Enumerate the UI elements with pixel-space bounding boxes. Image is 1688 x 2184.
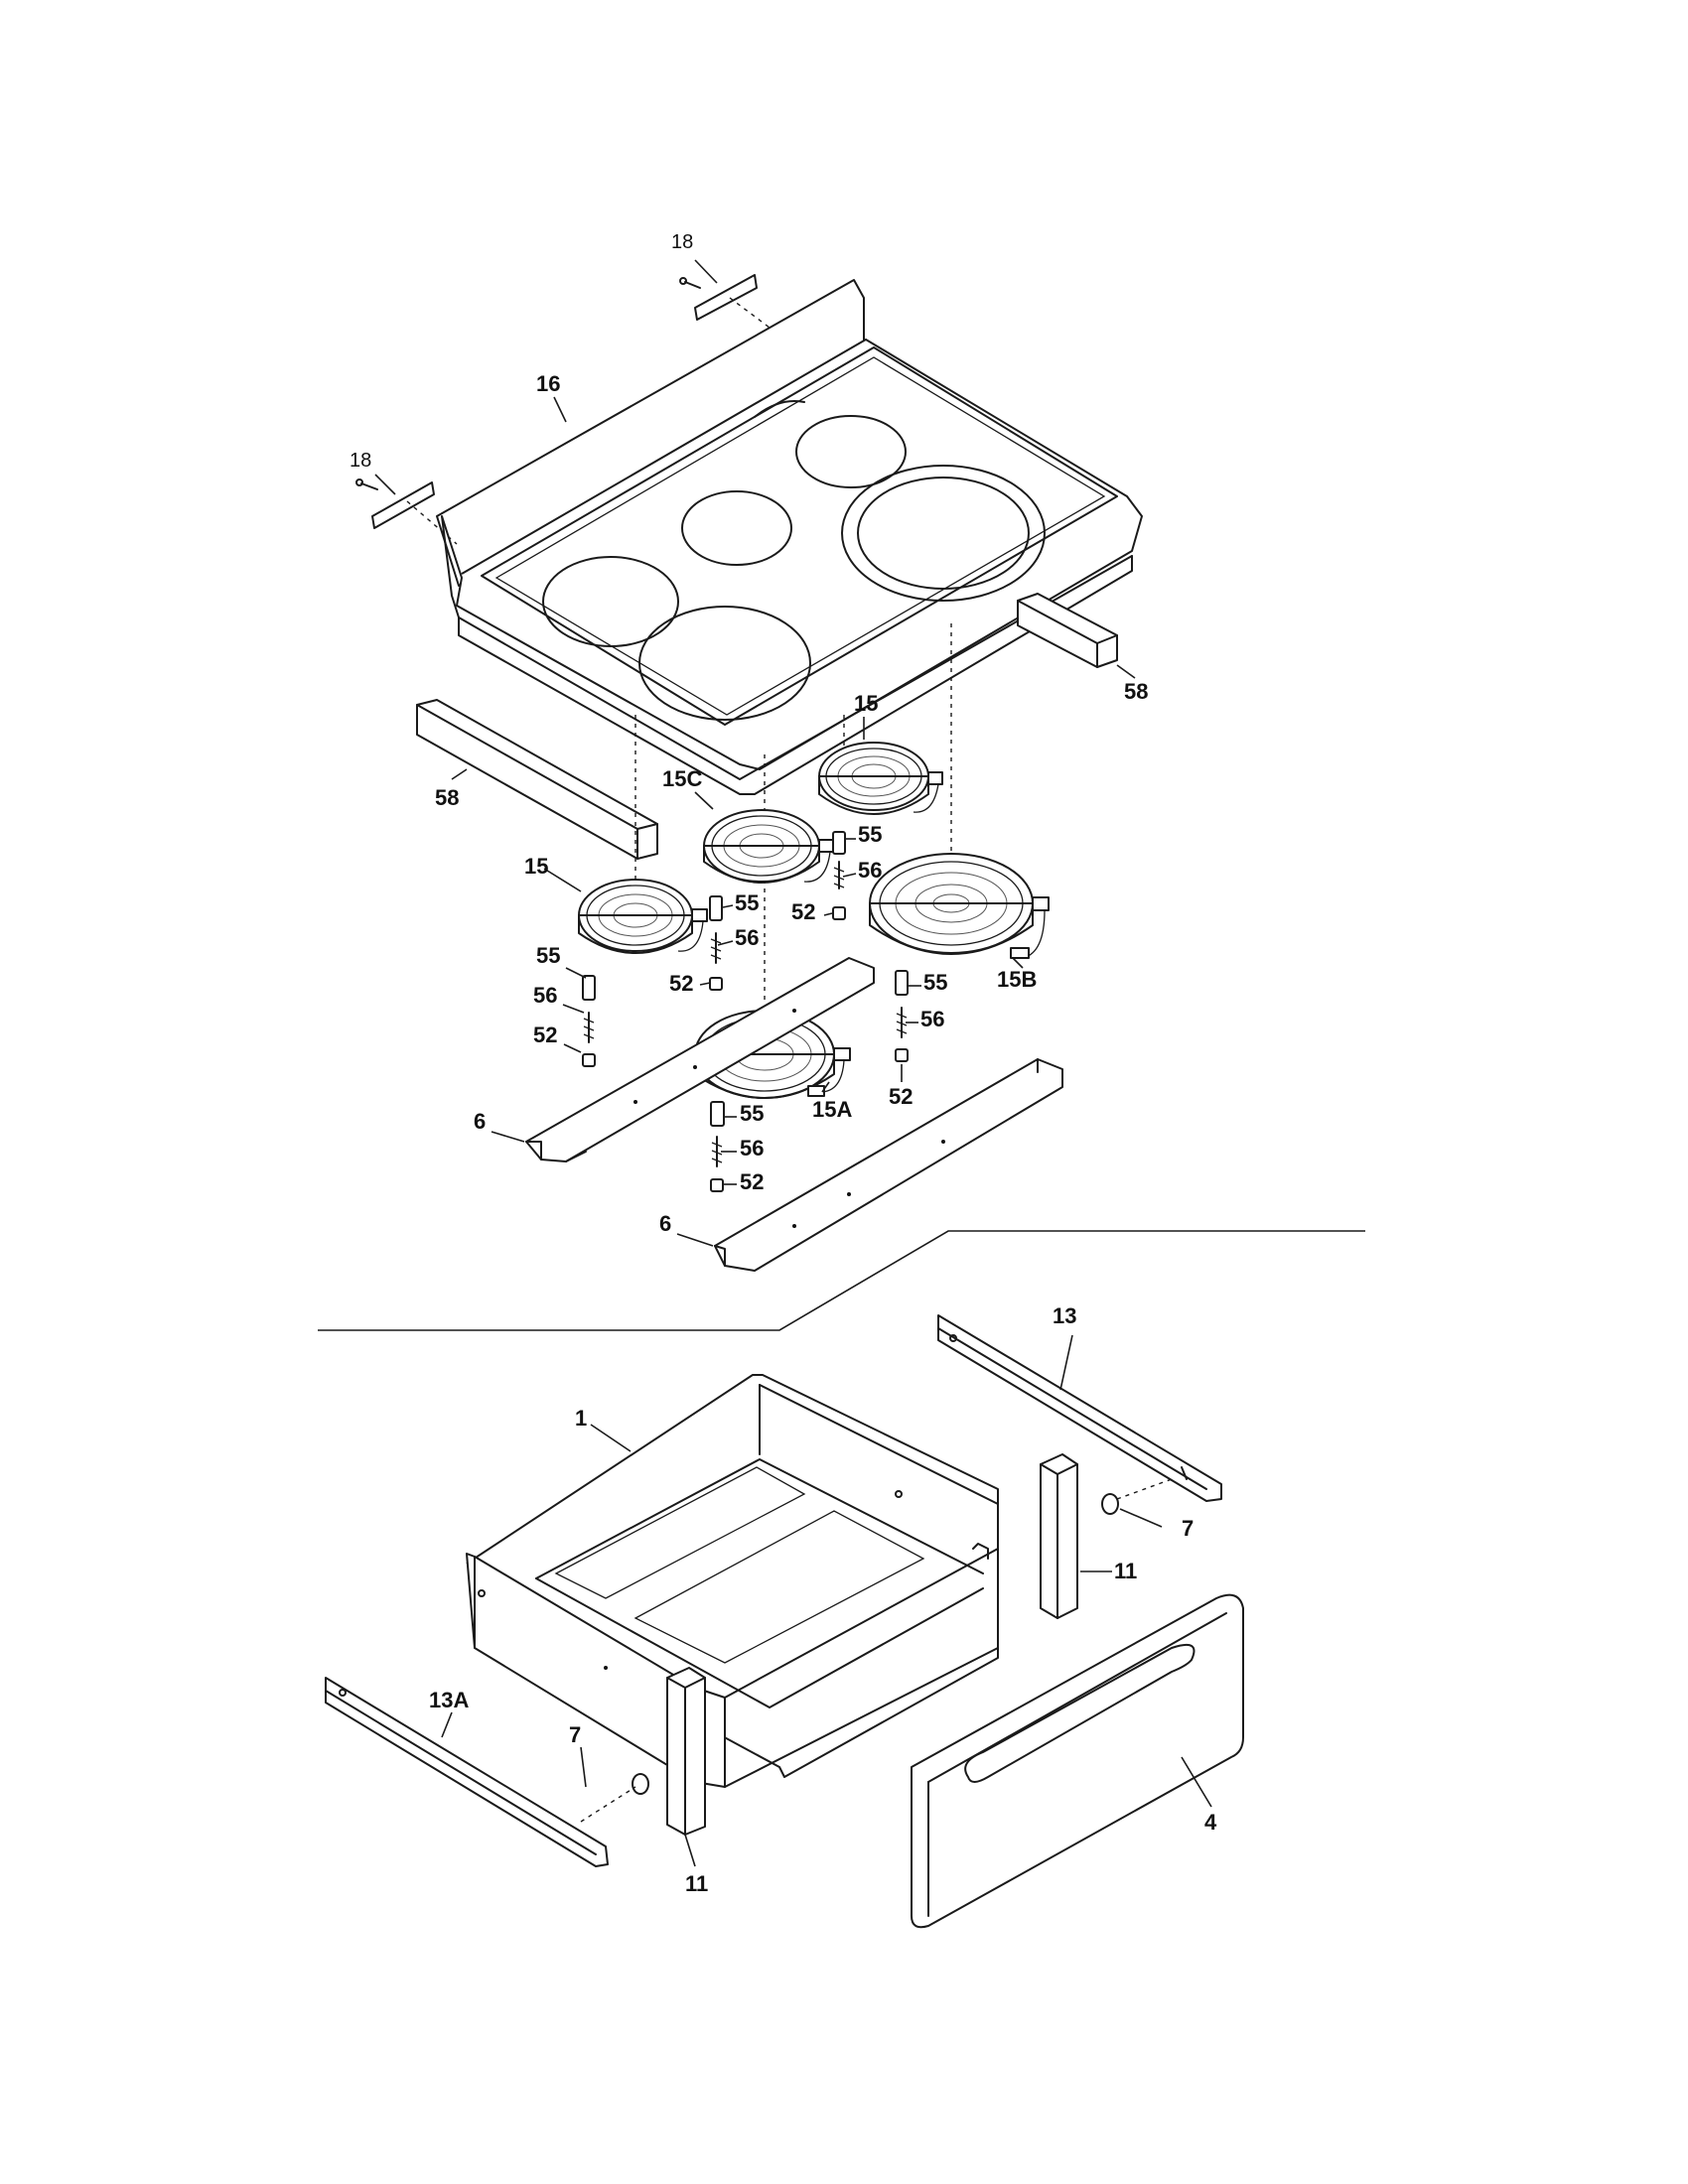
drawer-support-11-right <box>1040 1453 1078 1619</box>
callout-58-right: 58 <box>1124 679 1148 704</box>
drawer-slide-13 <box>937 1314 1222 1502</box>
bracket-6-right <box>714 1058 1063 1272</box>
callout-52-b: 52 <box>669 971 693 996</box>
callout-15-top: 15 <box>854 691 878 716</box>
callout-16: 16 <box>536 371 560 396</box>
callout-52-e: 52 <box>740 1169 764 1194</box>
callout-56-a: 56 <box>858 858 882 883</box>
drawer-front-4 <box>911 1593 1244 1929</box>
callout-18-left: 18 <box>350 450 371 472</box>
hardware-stack-4 <box>895 970 909 1062</box>
end-cap-18-right <box>679 274 758 321</box>
callout-56-b: 56 <box>735 925 759 950</box>
callout-56-d: 56 <box>920 1007 944 1031</box>
callout-15C: 15C <box>662 766 702 791</box>
callout-11-right: 11 <box>1114 1559 1137 1583</box>
callout-15-left: 15 <box>524 854 548 879</box>
callout-52-d: 52 <box>889 1084 913 1109</box>
callout-7-right: 7 <box>1182 1516 1194 1541</box>
callout-52-c: 52 <box>533 1023 557 1047</box>
trim-strip-58-left <box>416 699 658 860</box>
callout-55-e: 55 <box>740 1101 764 1126</box>
callout-56-e: 56 <box>740 1136 764 1160</box>
trim-strip-58-right <box>1017 593 1118 668</box>
element-15-top <box>818 742 943 815</box>
element-15B <box>869 853 1050 959</box>
drawer-support-11-left <box>666 1667 706 1836</box>
callout-55-a: 55 <box>858 822 882 847</box>
roller-7-right <box>1101 1478 1173 1515</box>
callout-1: 1 <box>575 1406 587 1431</box>
callout-13: 13 <box>1053 1303 1076 1328</box>
callout-18-right: 18 <box>671 231 693 253</box>
drawer-body-1 <box>466 1374 999 1788</box>
drawer-slide-13A <box>325 1677 609 1867</box>
hardware-stack-5 <box>710 1101 725 1192</box>
callout-58-left: 58 <box>435 785 459 810</box>
callout-6-right: 6 <box>659 1211 671 1236</box>
callout-55-d: 55 <box>923 970 947 995</box>
hardware-stack-2 <box>709 895 723 991</box>
hardware-stack-1 <box>832 831 846 920</box>
callout-15A: 15A <box>812 1097 852 1122</box>
callout-52-a: 52 <box>791 899 815 924</box>
callout-56-c: 56 <box>533 983 557 1008</box>
hardware-stack-3 <box>582 975 596 1067</box>
callout-55-c: 55 <box>536 943 560 968</box>
end-cap-18-left <box>355 478 435 529</box>
cooktop-16 <box>436 279 1143 795</box>
element-15C <box>703 809 835 884</box>
section-divider <box>318 1230 1365 1331</box>
callout-6-left: 6 <box>474 1109 486 1134</box>
callout-15B: 15B <box>997 967 1037 992</box>
callout-55-b: 55 <box>735 890 759 915</box>
roller-7-left <box>580 1773 649 1823</box>
callout-7-left: 7 <box>569 1722 581 1747</box>
callout-4: 4 <box>1204 1810 1217 1835</box>
callout-13A: 13A <box>429 1688 469 1712</box>
callout-11-left: 11 <box>685 1871 708 1896</box>
bracket-6-left <box>525 957 875 1162</box>
element-15-left <box>578 879 708 954</box>
